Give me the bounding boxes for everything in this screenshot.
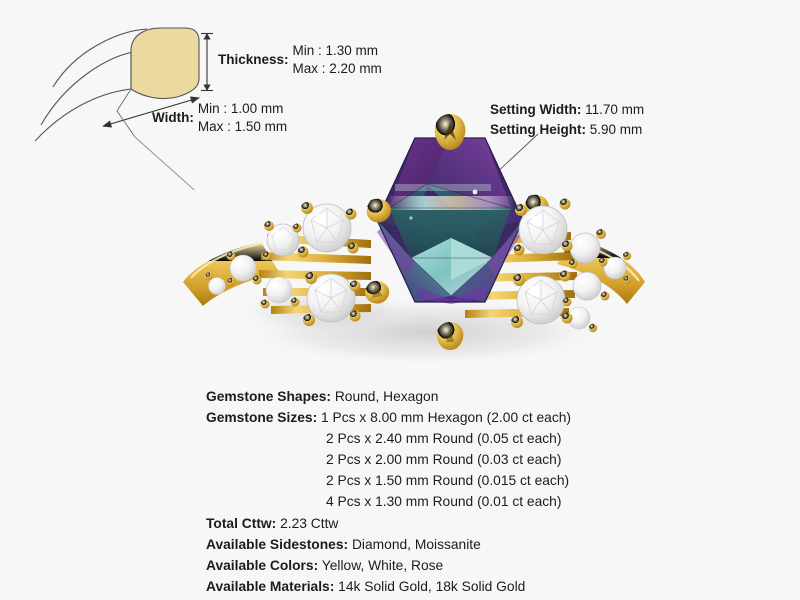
thickness-dimension-arrow: [201, 32, 213, 92]
diamond-large-right-upper: [518, 205, 568, 255]
available-materials-value: 14k Solid Gold, 18k Solid Gold: [338, 578, 526, 594]
band-shank-left: [183, 242, 279, 306]
total-cttw-value: 2.23 Cttw: [280, 515, 339, 531]
cross-section-leader-line: [116, 88, 195, 190]
gemstone-sizes-value-4: 4 Pcs x 1.30 mm Round (0.01 ct each): [326, 494, 562, 510]
spec-available-sidestones: Available Sidestones: Diamond, Moissanit…: [206, 534, 571, 555]
gemstone-sizes-label: Gemstone Sizes:: [206, 410, 318, 426]
prong-top: [434, 114, 466, 150]
width-min-value: Min : 1.00 mm: [197, 101, 284, 116]
thickness-max-value: Max : 2.20 mm: [292, 60, 382, 76]
spec-total-cttw: Total Cttw: 2.23 Cttw: [206, 513, 571, 534]
specification-list: Gemstone Shapes: Round, Hexagon Gemstone…: [206, 386, 571, 597]
available-colors-value: Yellow, White, Rose: [321, 557, 444, 573]
prong-lower-left: [365, 280, 390, 304]
width-max-value: Max : 1.50 mm: [197, 118, 288, 134]
diamond-large-right-lower: [516, 275, 566, 325]
diamond-cluster-left: [205, 202, 361, 326]
diamond-small-left-b: [265, 276, 293, 304]
available-materials-label: Available Materials:: [206, 578, 335, 594]
width-dimension-arrow: [102, 96, 200, 128]
setting-width-value: 11.70 mm: [585, 102, 645, 117]
setting-dimensions-callout: Setting Width: 11.70 mm Setting Height: …: [490, 100, 644, 139]
setting-height-row: Setting Height: 5.90 mm: [490, 120, 644, 140]
gemstone-sizes-value-1: 2 Pcs x 2.40 mm Round (0.05 ct each): [326, 431, 562, 447]
spec-gemstone-sizes: Gemstone Sizes: 1 Pcs x 8.00 mm Hexagon …: [206, 407, 571, 428]
spec-available-materials: Available Materials: 14k Solid Gold, 18k…: [206, 576, 571, 597]
cluster-right-bead-prongs: [511, 198, 632, 333]
diamond-medium-right-a: [569, 232, 601, 264]
band-cross-section-drawing: [35, 27, 213, 190]
gemstone-shapes-label: Gemstone Shapes:: [206, 389, 331, 404]
setting-width-label: Setting Width:: [490, 102, 582, 117]
thickness-callout: Thickness: Min : 1.30 mm Max : 2.20 mm: [218, 42, 382, 78]
gemstone-sizes-value-2: 2 Pcs x 2.00 mm Round (0.03 ct each): [326, 452, 562, 468]
diamond-large-left-upper: [302, 203, 352, 253]
gemstone-sizes-value-0: 1 Pcs x 8.00 mm Hexagon (2.00 ct each): [321, 410, 572, 426]
band-outer-curve: [52, 28, 148, 88]
cluster-left-bead-prongs: [205, 202, 361, 326]
prong-upper-left: [366, 198, 391, 223]
diamond-cluster-right: [511, 198, 632, 333]
setting-height-label: Setting Height:: [490, 121, 586, 137]
band-lower-curve: [35, 88, 132, 142]
thickness-label: Thickness:: [218, 51, 289, 67]
prong-bottom: [436, 322, 464, 350]
total-cttw-label: Total Cttw:: [206, 515, 277, 531]
diamond-tiny-left: [208, 277, 226, 295]
thickness-min-value: Min : 1.30 mm: [292, 43, 379, 58]
spec-gemstone-shapes: Gemstone Shapes: Round, Hexagon: [206, 386, 571, 407]
width-label: Width:: [152, 109, 194, 125]
band-inner-curve: [40, 50, 140, 126]
available-sidestones-label: Available Sidestones:: [206, 536, 349, 552]
available-sidestones-value: Diamond, Moissanite: [351, 536, 481, 552]
gemstone-shapes-value: Round, Hexagon: [334, 389, 439, 404]
spec-available-colors: Available Colors: Yellow, White, Rose: [206, 555, 571, 576]
diamond-medium-left: [266, 223, 300, 257]
diamond-small-right-a: [603, 256, 627, 280]
band-highlight-left: [190, 241, 264, 279]
diamond-small-left-a: [229, 254, 257, 282]
setting-width-row: Setting Width: 11.70 mm: [490, 100, 644, 120]
ring-product-image: [183, 114, 645, 366]
diamond-medium-right-b: [572, 271, 602, 301]
gemstone-sizes-value-3: 2 Pcs x 1.50 mm Round (0.015 ct each): [326, 473, 570, 489]
width-callout: Width: Min : 1.00 mm Max : 1.50 mm: [152, 100, 287, 136]
available-colors-label: Available Colors:: [206, 557, 319, 573]
cross-section-face: [130, 27, 200, 100]
diamond-large-left-lower: [306, 273, 356, 323]
setting-height-value: 5.90 mm: [589, 121, 643, 137]
